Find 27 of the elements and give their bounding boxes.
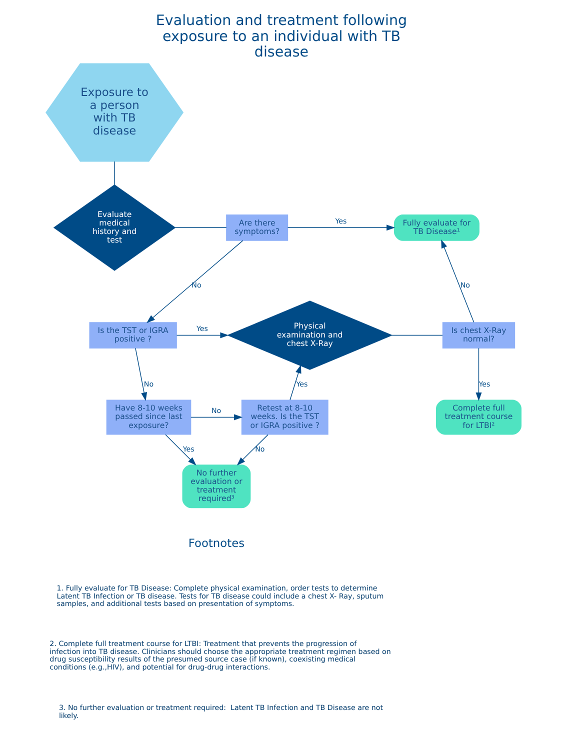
edge-label: Yes — [182, 444, 194, 454]
arrow — [475, 348, 482, 402]
arrow — [190, 414, 242, 420]
edge-label: Yes — [478, 380, 490, 389]
diagram-title: Evaluation and treatment following exposure to an individual with TB disease — [155, 13, 407, 60]
arrow — [146, 240, 243, 324]
arrow — [289, 364, 301, 400]
arrow — [440, 240, 474, 323]
edge-label: Yes — [296, 380, 308, 389]
edge-label: Yes — [334, 216, 346, 226]
arrow — [176, 332, 228, 338]
edge-label: Yes — [196, 324, 208, 333]
edge-label: No — [460, 280, 470, 290]
edge-label: No — [254, 444, 264, 454]
arrow — [236, 434, 268, 466]
arrow — [286, 224, 395, 231]
edge-label: No — [210, 406, 221, 415]
edge-label: No — [143, 380, 154, 389]
arrow — [164, 434, 196, 466]
connector — [391, 334, 442, 336]
label: 2. Complete full treatment course for LTBI: Treatment that prevents the progression of infection into TB disease. Clinicians should choose the appropriate treatment regimen based on drug susceptibility results of the presumed source case (if known), coexisting medical conditions (e.g.,HIV), and potential for drug-drug interactions. — [49, 639, 390, 672]
connector — [174, 227, 226, 228]
edge-label: No — [191, 280, 201, 290]
arrow — [134, 348, 147, 402]
label: 3. No further evaluation or treatment required: Latent TB Infection and TB Disease are not likely. — [58, 703, 383, 720]
label: 1. Fully evaluate for TB Disease: Complete physical examination, order tests to determine Latent TB Infection or TB disease. Tests for TB disease could include a chest X- Ray, sputum samples, and additional tests based on presentation of symptoms. — [56, 583, 384, 608]
label: Footnotes — [188, 536, 244, 550]
